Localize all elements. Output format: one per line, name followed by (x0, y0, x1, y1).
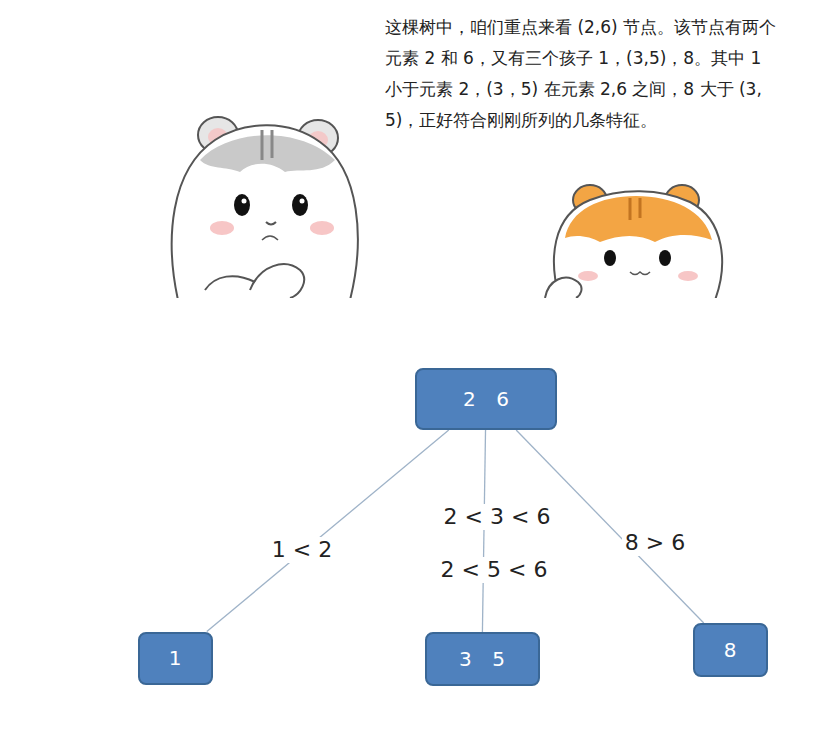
node-key: 3 5 (459, 647, 505, 671)
speech-paragraph: 这棵树中，咱们重点来看 (2,6) 节点。该节点有两个元素 2 和 6，又有三个… (385, 12, 783, 136)
tree-node-box: 1 (138, 632, 213, 685)
edge-comparison-label: 8 > 6 (622, 530, 688, 556)
tree-node-box: 2 6 (415, 368, 557, 430)
tree-node-box: 3 5 (425, 632, 540, 686)
grey-hamster (172, 117, 358, 298)
tree-branch-line (482, 430, 485, 632)
node-key: 2 6 (463, 387, 509, 411)
edge-comparison-label: 1 < 2 (269, 537, 335, 563)
edge-comparison-label: 2 < 3 < 6 (441, 504, 554, 530)
tree-node-box: 8 (693, 623, 768, 677)
comparison-label: 2 < 5 < 6 (438, 557, 551, 583)
node-key: 1 (169, 646, 182, 670)
tree-branch-line (207, 430, 449, 632)
orange-hamster (545, 185, 722, 298)
node-key: 8 (724, 638, 737, 662)
